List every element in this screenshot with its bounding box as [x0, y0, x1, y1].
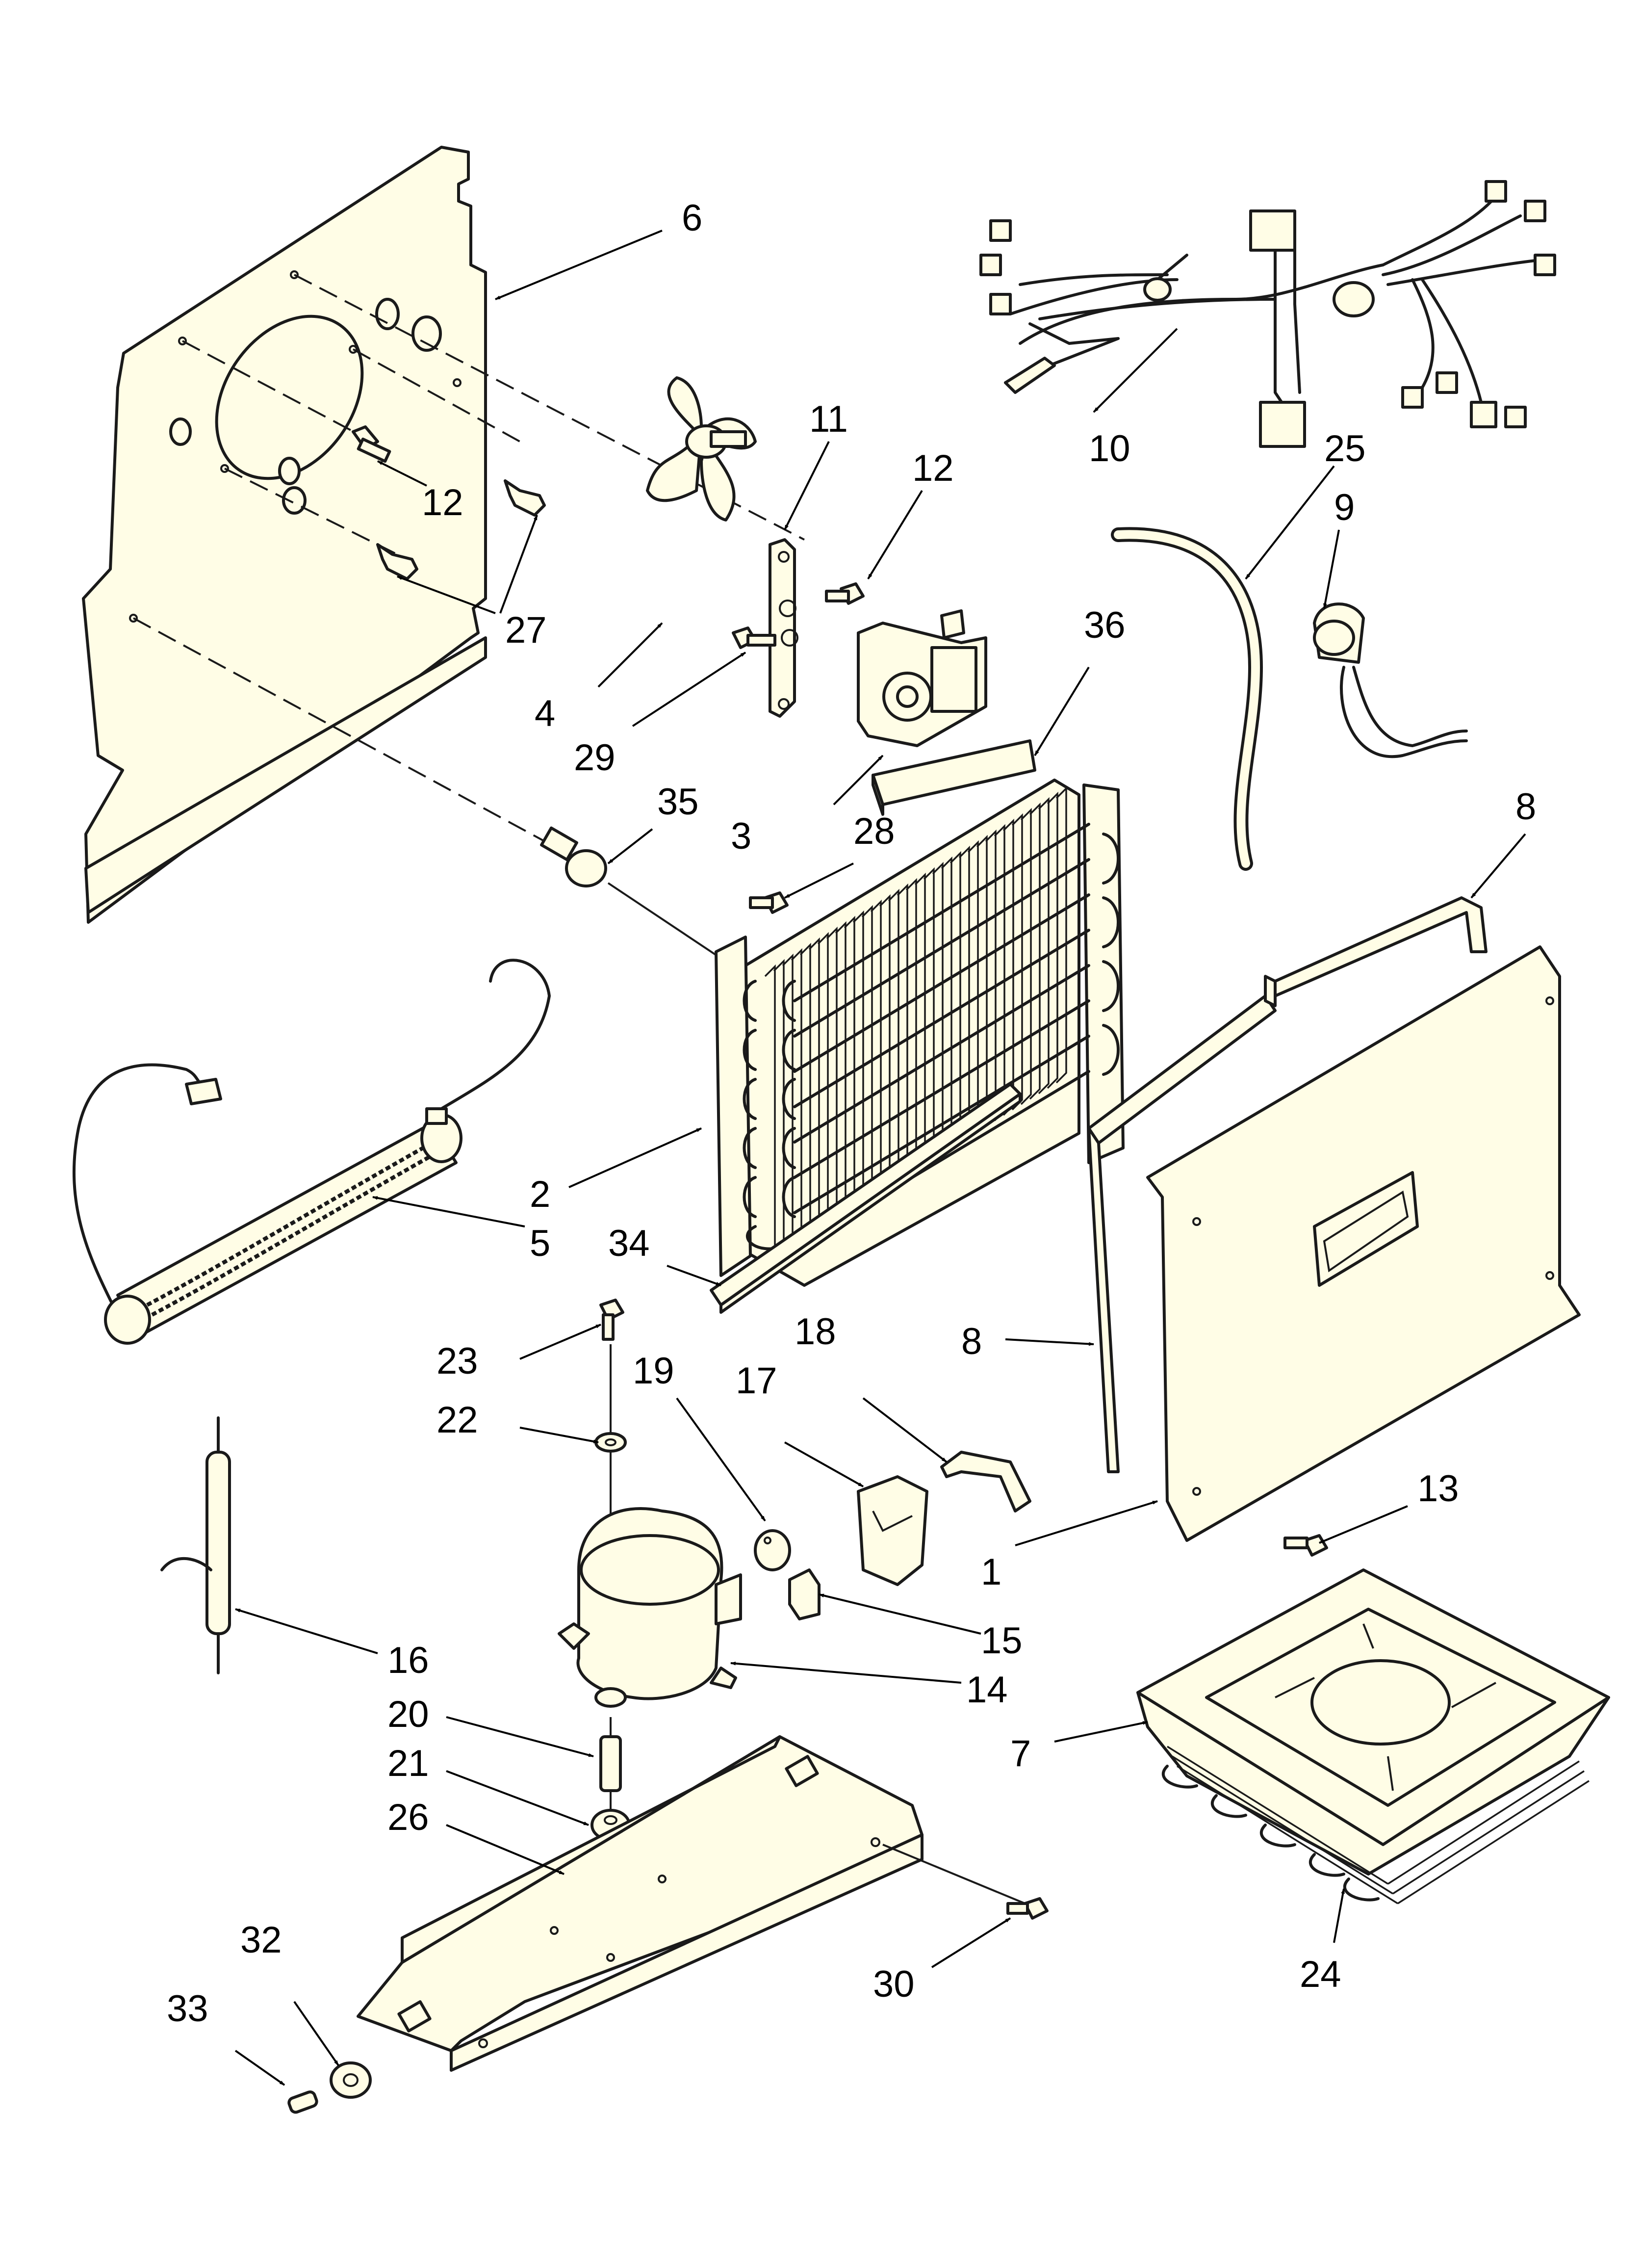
callout-33: 33	[167, 1988, 208, 2030]
part-pan-heater	[1161, 1746, 1590, 1904]
callout-1: 1	[981, 1551, 1001, 1593]
screw-30-axis	[882, 1844, 1026, 1904]
callout-17: 17	[736, 1360, 777, 1402]
part-compressor	[558, 1507, 742, 1708]
part-filter-drier	[160, 1416, 231, 1674]
part-drain-tube	[1111, 527, 1263, 871]
callout-8-top: 8	[1515, 786, 1536, 828]
screw-12-left	[352, 425, 391, 463]
part-condenser	[715, 779, 1125, 1287]
part-spacer-20	[599, 1735, 622, 1792]
part-pin-33	[287, 2090, 318, 2114]
part-thermostat	[1313, 602, 1468, 758]
part-relay-15	[788, 1568, 821, 1620]
callout-18: 18	[795, 1311, 836, 1353]
callout-34: 34	[608, 1223, 650, 1264]
part-drain-trough-36	[872, 739, 1036, 816]
condenser-tube-row	[793, 999, 1090, 1179]
part-35-fitting	[540, 826, 607, 887]
part-drain-pan	[1136, 1568, 1610, 1876]
callout-20: 20	[387, 1694, 429, 1735]
callout-6: 6	[682, 197, 702, 239]
callout-23: 23	[436, 1340, 478, 1382]
callout-13: 13	[1417, 1468, 1459, 1510]
part-heater	[72, 959, 551, 1345]
part-clip-18	[940, 1451, 1031, 1512]
part-cover-8	[1087, 896, 1581, 1542]
screw-29	[732, 626, 776, 649]
callout-15: 15	[981, 1620, 1023, 1662]
callout-30: 30	[873, 1963, 915, 2005]
callout-7: 7	[1010, 1733, 1031, 1774]
callout-21: 21	[387, 1743, 429, 1784]
callout-labels: 6 10 11 12 25 9 12 27 4 29 36 35 3 28 8 …	[167, 197, 1536, 2030]
callout-24: 24	[1300, 1954, 1341, 1995]
callout-5: 5	[530, 1223, 550, 1264]
callout-12-right: 12	[912, 447, 954, 489]
callout-16: 16	[387, 1640, 429, 1681]
callout-8-side: 8	[961, 1321, 982, 1362]
clip-27-upper	[504, 479, 546, 517]
part-fan-bracket	[769, 538, 798, 718]
condenser-tube-row	[793, 1035, 1090, 1214]
callout-11: 11	[809, 398, 848, 440]
condenser-fin	[1029, 802, 1041, 1100]
callout-35: 35	[657, 781, 699, 823]
callout-19: 19	[633, 1350, 674, 1392]
part-grommet-32	[330, 2061, 372, 2099]
condenser-tube-row	[793, 823, 1090, 1002]
condenser-fin	[1055, 786, 1067, 1084]
callout-3: 3	[731, 815, 751, 857]
callout-29: 29	[574, 737, 616, 779]
leader-lines	[234, 230, 1526, 2086]
callout-32: 32	[240, 1919, 282, 1961]
callout-10: 10	[1089, 428, 1130, 469]
callout-22: 22	[436, 1399, 478, 1441]
screw-23	[599, 1299, 624, 1341]
screw-13	[1283, 1534, 1328, 1557]
part-fan-motor	[857, 609, 987, 747]
condenser-fin	[1038, 797, 1050, 1095]
callout-9: 9	[1334, 487, 1355, 528]
part-cover-17	[857, 1475, 928, 1586]
callout-27: 27	[505, 609, 547, 651]
condenser-tube-row	[793, 858, 1090, 1038]
part-back-panel	[82, 146, 487, 924]
callout-25: 25	[1324, 428, 1366, 469]
condenser-fin	[1047, 791, 1058, 1089]
callout-36: 36	[1084, 604, 1126, 646]
part-overload-19	[754, 1529, 791, 1571]
screw-12-right	[825, 582, 865, 605]
leader-10	[1093, 328, 1178, 413]
part-fan-blade	[646, 376, 757, 521]
washer-22	[594, 1432, 627, 1453]
condenser-tube-row	[793, 964, 1090, 1144]
part-condenser-rail	[710, 1083, 1022, 1314]
callout-14: 14	[966, 1669, 1008, 1711]
condenser-fin	[1020, 808, 1032, 1105]
callout-4: 4	[535, 693, 555, 734]
callout-28: 28	[853, 810, 895, 852]
part-base-plate	[357, 1735, 924, 2072]
screw-28	[749, 891, 789, 914]
part-wiring-harness	[979, 180, 1556, 448]
callout-26: 26	[387, 1797, 429, 1838]
callout-12-left: 12	[422, 482, 463, 523]
condenser-tube-row	[793, 929, 1090, 1108]
callout-2: 2	[530, 1173, 550, 1215]
clip-27-lower	[376, 543, 418, 580]
condenser-tube-row	[793, 893, 1090, 1073]
screw-30	[1006, 1897, 1049, 1920]
